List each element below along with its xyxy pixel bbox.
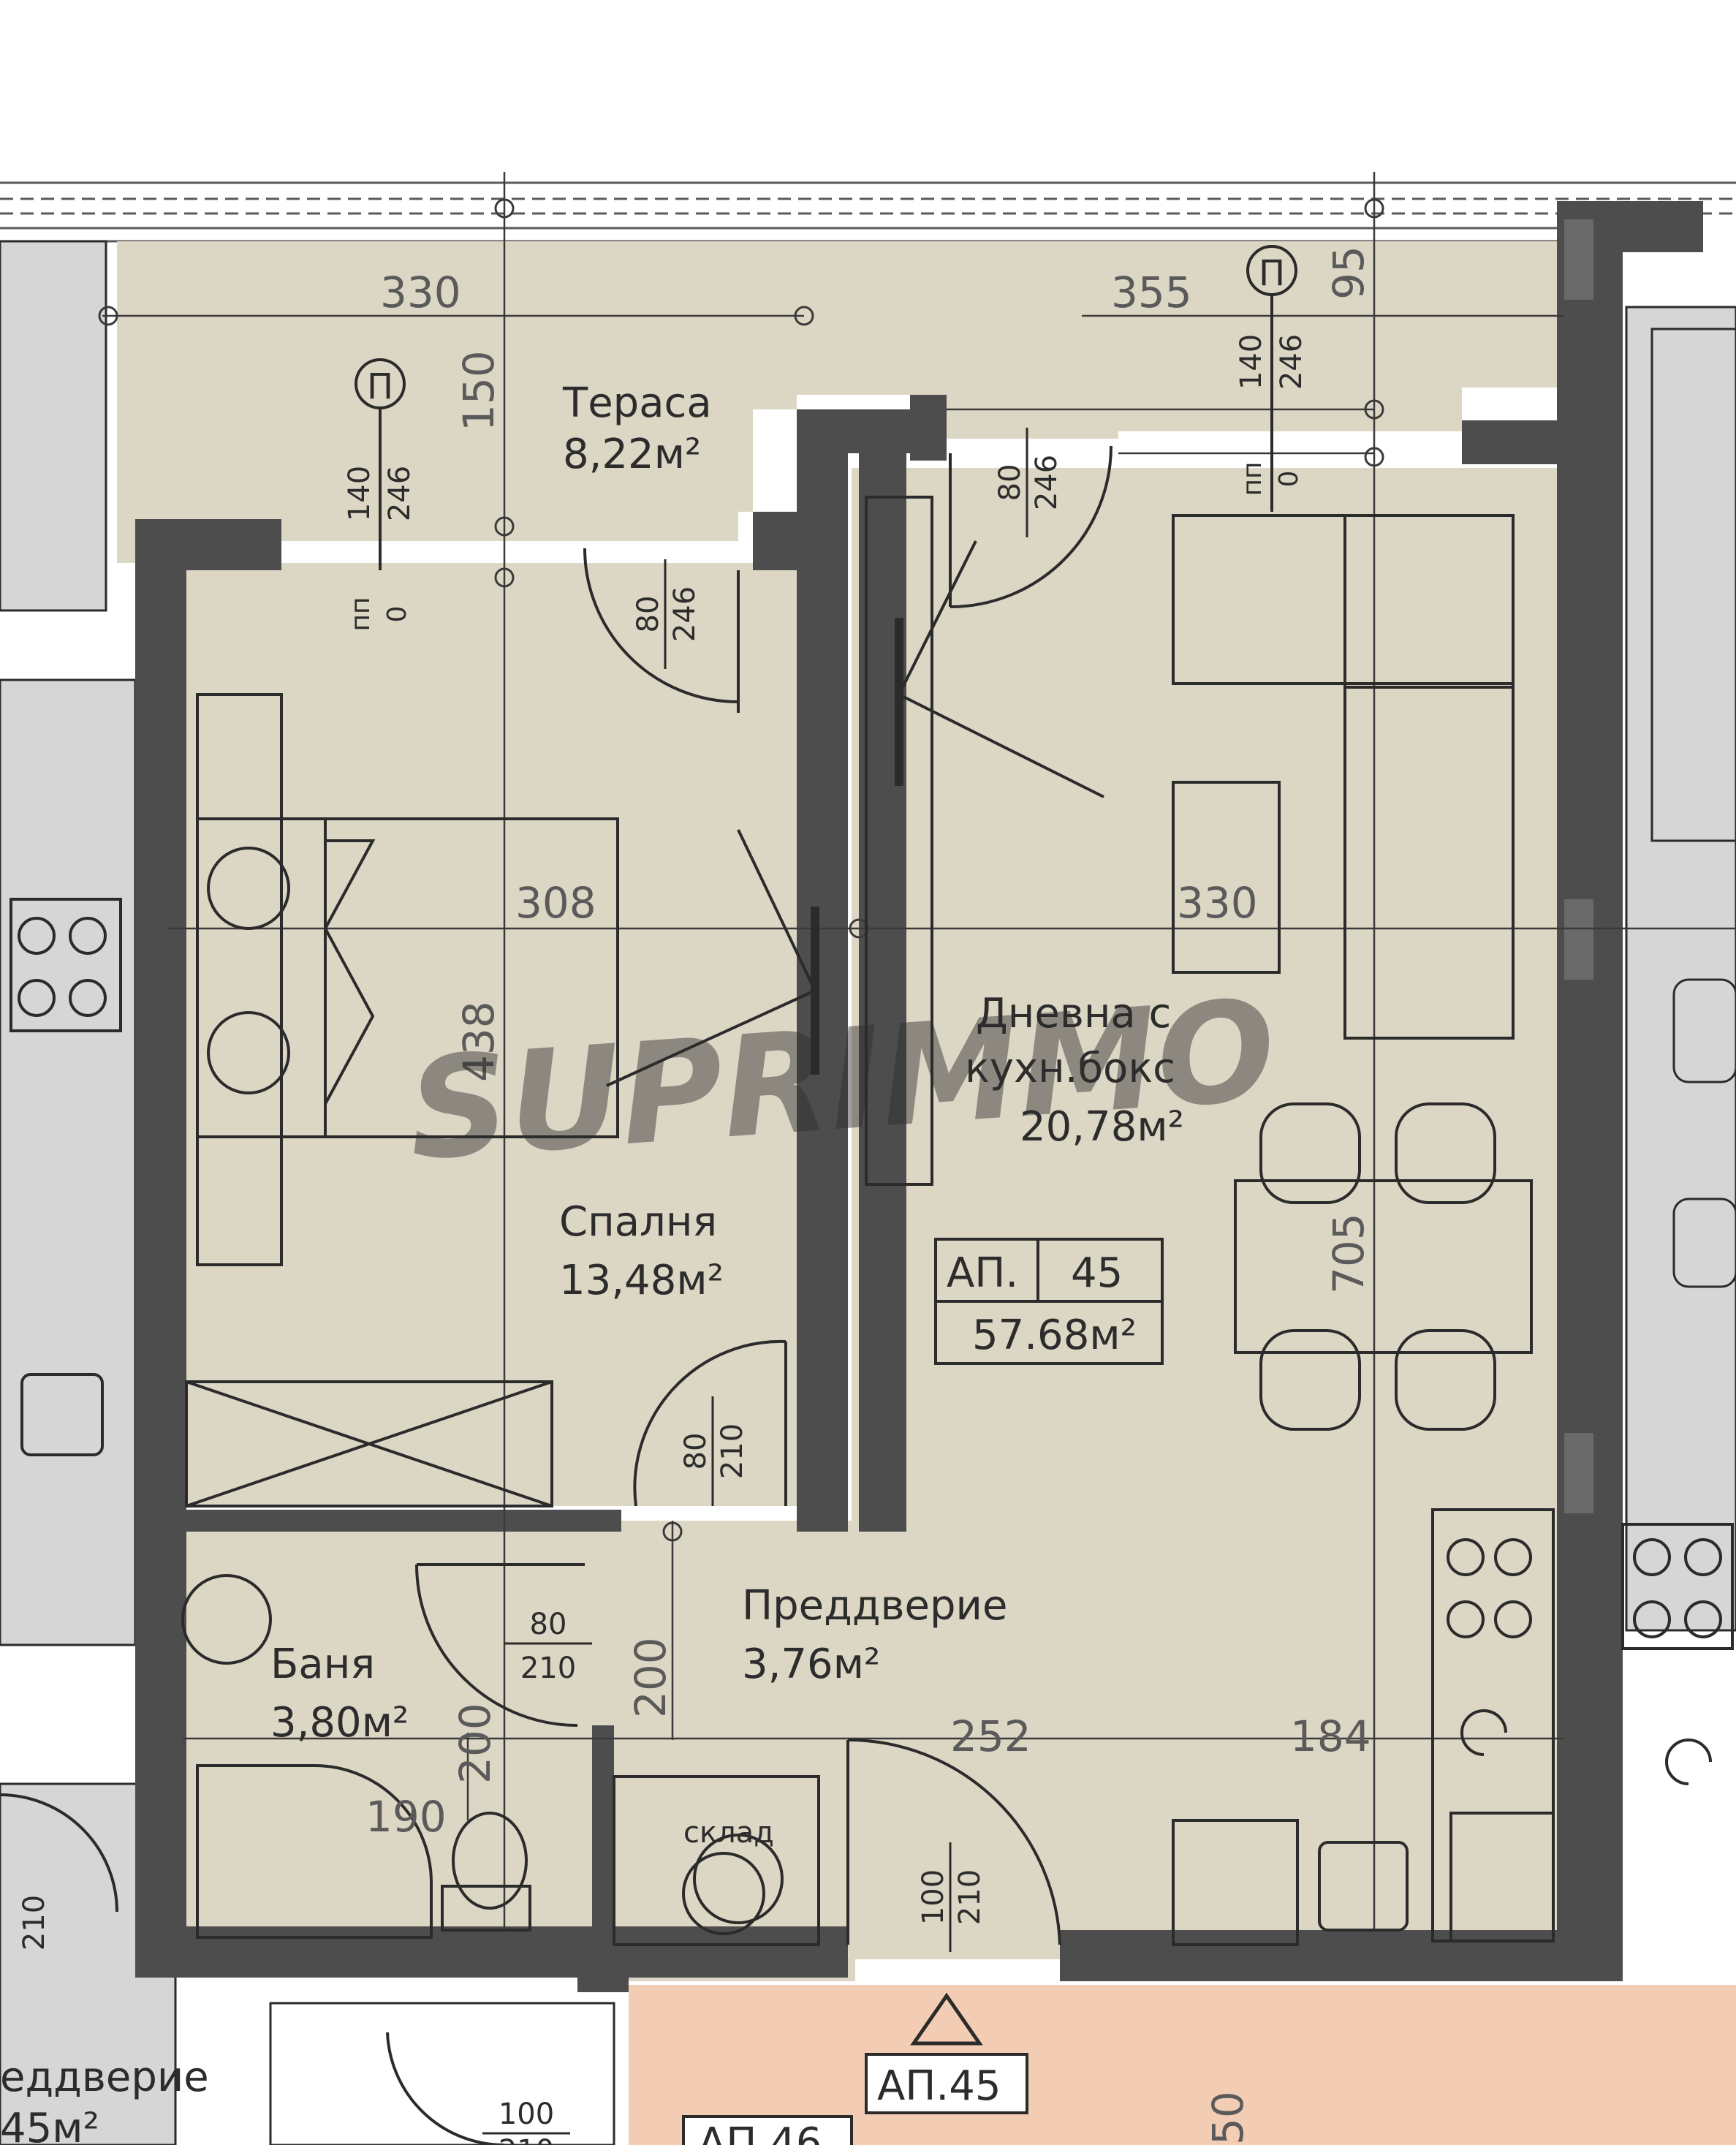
exterior-border-lines (0, 181, 1736, 243)
door-bedroom-terrace-bottom: 246 (668, 586, 702, 642)
terrace-area: 8,22м² (563, 431, 701, 478)
neighbor-kitchen-right (1621, 1523, 1734, 1785)
living-name2: кухн.бокс (965, 1045, 1175, 1092)
dining-table (1234, 1102, 1533, 1431)
neighbor-left (0, 240, 615, 2145)
window-marker-2-label: П (1259, 253, 1285, 294)
dim-kitchen-width: 184 (1290, 1711, 1371, 1761)
dim-bath-width: 190 (365, 1792, 447, 1842)
grid-markers (98, 198, 1384, 1542)
window-1-sill-top: пп (346, 597, 376, 631)
dim-terrace-left: 330 (380, 268, 461, 317)
window-marker-1-label: П (367, 366, 393, 407)
door-bedroom-top: 80 (679, 1433, 713, 1470)
apartment-area: 57.68м² (972, 1312, 1137, 1359)
window-marker-2 (1246, 245, 1297, 512)
bathroom (181, 1574, 820, 1946)
window-2-sill-top: пп (1237, 461, 1267, 496)
apartment-label: АП. (947, 1249, 1018, 1297)
neighbor-kitchen-left (10, 898, 122, 1456)
bedroom-name: Спалня (559, 1198, 717, 1246)
neighbor-hall-area: 45м² (0, 2105, 99, 2145)
grid-lines (102, 172, 1736, 1930)
bedroom-area: 13,48м² (559, 1257, 724, 1304)
door-bath-bottom: 210 (520, 1652, 576, 1685)
door-bedroom-bottom: 210 (716, 1423, 749, 1479)
door-entrance-bottom: 210 (953, 1869, 987, 1925)
window-1-sill-bottom: 0 (382, 606, 412, 623)
bath-area: 3,80м² (270, 1699, 409, 1747)
door-neighbor-bottom-bottom: 210 (499, 2134, 554, 2145)
bath-name: Баня (270, 1641, 375, 1688)
window-2-bottom: 246 (1275, 334, 1308, 390)
dim-living-width: 330 (1177, 878, 1258, 928)
dim-bath-depth: 200 (450, 1703, 500, 1784)
neighbor-hall-name: еддверие (0, 2054, 209, 2101)
door-swings (0, 445, 1113, 2145)
corridor-label-45: АП.45 (877, 2062, 1001, 2110)
door-neighbor-left-bottom: 210 (18, 1895, 51, 1951)
window-marker-1 (355, 358, 406, 570)
sofa (1172, 514, 1515, 1040)
apartment-box (934, 1238, 1164, 1365)
window-1-top: 140 (343, 466, 376, 521)
columns (1564, 219, 1593, 1513)
wardrobe (606, 496, 1104, 1186)
dim-bedroom-width: 308 (515, 878, 596, 928)
door-bath-top: 80 (530, 1608, 567, 1641)
dim-terrace-depth: 150 (454, 350, 504, 431)
dim-terrace-right: 355 (1111, 268, 1192, 317)
dim-bedroom-length: 438 (454, 1001, 504, 1082)
storage-name: склад (683, 1816, 774, 1850)
door-entrance-top: 100 (917, 1869, 950, 1925)
bed (196, 693, 619, 1266)
neighbor-right (1625, 306, 1736, 1632)
hall-name: Преддверие (742, 1582, 1007, 1630)
entrance-arrow (910, 1992, 983, 2046)
living-area: 20,78м² (1020, 1103, 1184, 1151)
dim-hall-depth: 200 (626, 1637, 675, 1718)
window-1-bottom: 246 (383, 466, 417, 521)
dim-hall-width: 252 (950, 1711, 1031, 1761)
corridor-label-46: АП.46 (698, 2119, 822, 2145)
closet (185, 1380, 553, 1507)
door-living-terrace-top: 80 (993, 464, 1027, 502)
dim-neighbor-bottom: 50 (1203, 2091, 1253, 2145)
corridor-label-box-45 (865, 2053, 1028, 2114)
window-2-sill-bottom: 0 (1274, 471, 1304, 488)
door-living-terrace-bottom: 246 (1030, 455, 1064, 510)
window-2-top: 140 (1235, 334, 1268, 390)
door-bedroom-terrace-top: 80 (632, 596, 665, 633)
dim-terrace-side: 95 (1324, 246, 1373, 300)
door-neighbor-bottom-top: 100 (499, 2097, 554, 2131)
terrace-name: Тераса (562, 379, 712, 427)
apartment-number: 45 (1071, 1249, 1123, 1297)
apartment-floor (117, 241, 1568, 1981)
dim-living-length: 705 (1324, 1213, 1373, 1294)
hall-area: 3,76м² (742, 1641, 880, 1688)
corridor-label-box-46 (682, 2115, 853, 2145)
living-name: Дневна с (976, 990, 1171, 1037)
kitchen (1172, 1508, 1555, 1946)
